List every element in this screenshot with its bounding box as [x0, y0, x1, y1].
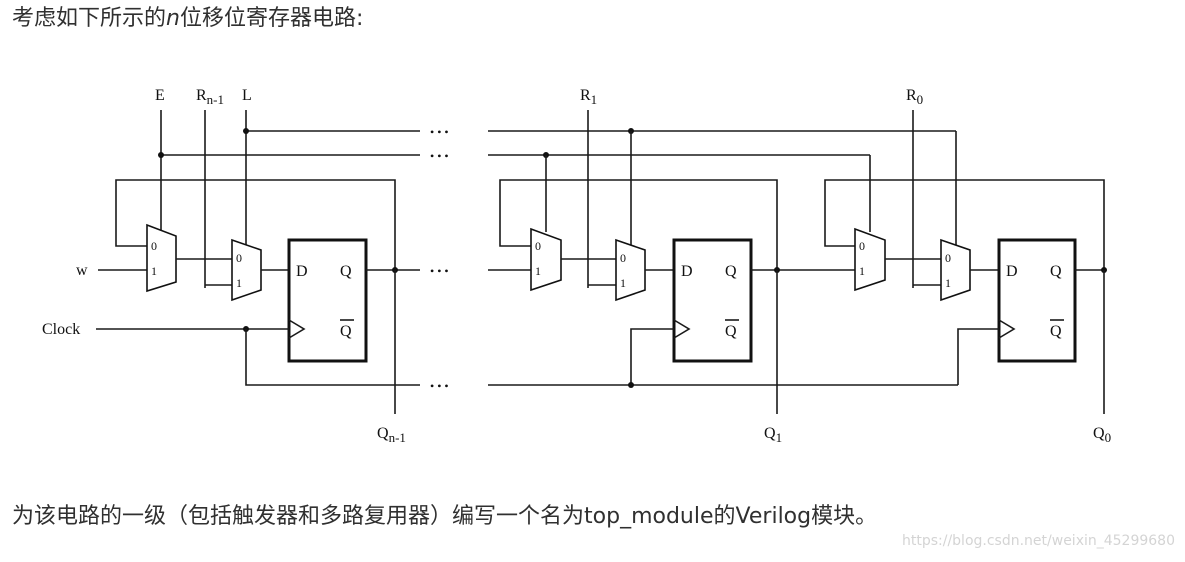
- mux-load-stage-1-in1: 1: [620, 276, 626, 290]
- mux-load-stage-0: [940, 238, 971, 302]
- output-label-Q-0: Q0: [1093, 425, 1111, 445]
- mux-load-stage-n-1: [231, 238, 262, 302]
- ellipsis-data-path: • • •: [430, 264, 449, 278]
- mux-enable-stage-0-in1: 1: [859, 264, 865, 278]
- ff-stage-0-d-label: D: [1006, 263, 1018, 280]
- ff-stage-n-1-d-label: D: [296, 263, 308, 280]
- ff-stage-1-q-label: Q: [725, 263, 737, 280]
- input-label-R-0: R0: [906, 87, 923, 107]
- stage-1-feedback-loop: [499, 179, 778, 270]
- clock-bus-left: [245, 329, 420, 386]
- input-label-L: L: [242, 87, 252, 104]
- mux-load-stage-n-1-in0: 0: [236, 251, 242, 265]
- ff-stage-n-1-clock-triangle: [288, 319, 306, 339]
- heading-text-after: 位移位寄存器电路:: [179, 6, 364, 31]
- mux-enable-stage-0: [854, 227, 886, 292]
- ff-stage-0-clock-triangle: [998, 319, 1016, 339]
- mux-enable-stage-n-1-in1: 1: [151, 264, 157, 278]
- ff-stage-n-1-q-label: Q: [340, 263, 352, 280]
- input-label-clock: Clock: [42, 321, 80, 338]
- prompt-text-after: 模块。: [811, 504, 878, 529]
- mux-enable-stage-1-in0: 0: [535, 239, 541, 253]
- clock-bus-ellipsis: • • •: [430, 379, 449, 393]
- ff-stage-1-clock-triangle: [673, 319, 691, 339]
- ff-stage-0-q-label: Q: [1050, 263, 1062, 280]
- flip-flop-stage-n-1: [287, 238, 368, 363]
- E-bus-ellipsis: • • •: [430, 149, 449, 163]
- ff-stage-1-qbar-label: Q: [725, 323, 737, 340]
- heading-variable-n: n: [166, 6, 180, 31]
- mux-load-stage-0-in0: 0: [945, 251, 951, 265]
- stage-n-1-feedback-loop: [115, 179, 396, 270]
- source-watermark: https://blog.csdn.net/weixin_45299680: [901, 533, 1175, 549]
- mux-load-stage-n-1-in1: 1: [236, 276, 242, 290]
- question-prompt: 为该电路的一级（包括触发器和多路复用器）编写一个名为top_module的Ver…: [12, 500, 877, 534]
- flip-flop-stage-0: [997, 238, 1077, 363]
- output-label-Q-1: Q1: [764, 425, 782, 445]
- stage-0-feedback-loop: [824, 179, 1105, 270]
- E-bus-junction-left: [158, 152, 164, 158]
- input-label-w: w: [76, 262, 88, 279]
- ff-stage-n-1-qbar-label: Q: [340, 323, 352, 340]
- mux-enable-stage-n-1-in0: 0: [151, 239, 157, 253]
- shift-register-circuit-diagram: E Rn-1 L R1 R0 • • • • • • w 0 1 0 1 D Q…: [42, 87, 1111, 445]
- question-heading: 考虑如下所示的n位移位寄存器电路:: [12, 2, 363, 36]
- L-bus-ellipsis: • • •: [430, 125, 449, 139]
- output-label-Q-n-1: Qn-1: [377, 425, 406, 445]
- mux-enable-stage-n-1: [146, 223, 177, 293]
- mux-enable-stage-1: [530, 227, 562, 292]
- L-bus-junction-left: [243, 128, 249, 134]
- input-label-R-n-1: Rn-1: [196, 87, 224, 107]
- mux-load-stage-0-in1: 1: [945, 276, 951, 290]
- clock-to-ff-stage-1: [630, 328, 674, 385]
- input-label-R-1: R1: [580, 87, 597, 107]
- ff-stage-0-qbar-label: Q: [1050, 323, 1062, 340]
- prompt-text-before: 为该电路的一级（包括触发器和多路复用器）编写一个名为: [12, 504, 585, 529]
- heading-text-before: 考虑如下所示的: [12, 6, 167, 31]
- mux-load-stage-1: [615, 238, 646, 302]
- flip-flop-stage-1: [672, 238, 753, 363]
- input-label-E: E: [155, 87, 165, 104]
- clock-junction-stage-1: [628, 382, 634, 388]
- mux-enable-stage-1-in1: 1: [535, 264, 541, 278]
- prompt-module-name: top_module: [584, 504, 714, 529]
- mux-load-stage-1-in0: 0: [620, 251, 626, 265]
- ff-stage-1-d-label: D: [681, 263, 693, 280]
- clock-to-ff-stage-0: [957, 328, 999, 385]
- mux-enable-stage-0-in0: 0: [859, 239, 865, 253]
- prompt-language: Verilog: [735, 504, 812, 529]
- prompt-text-middle: 的: [713, 504, 736, 529]
